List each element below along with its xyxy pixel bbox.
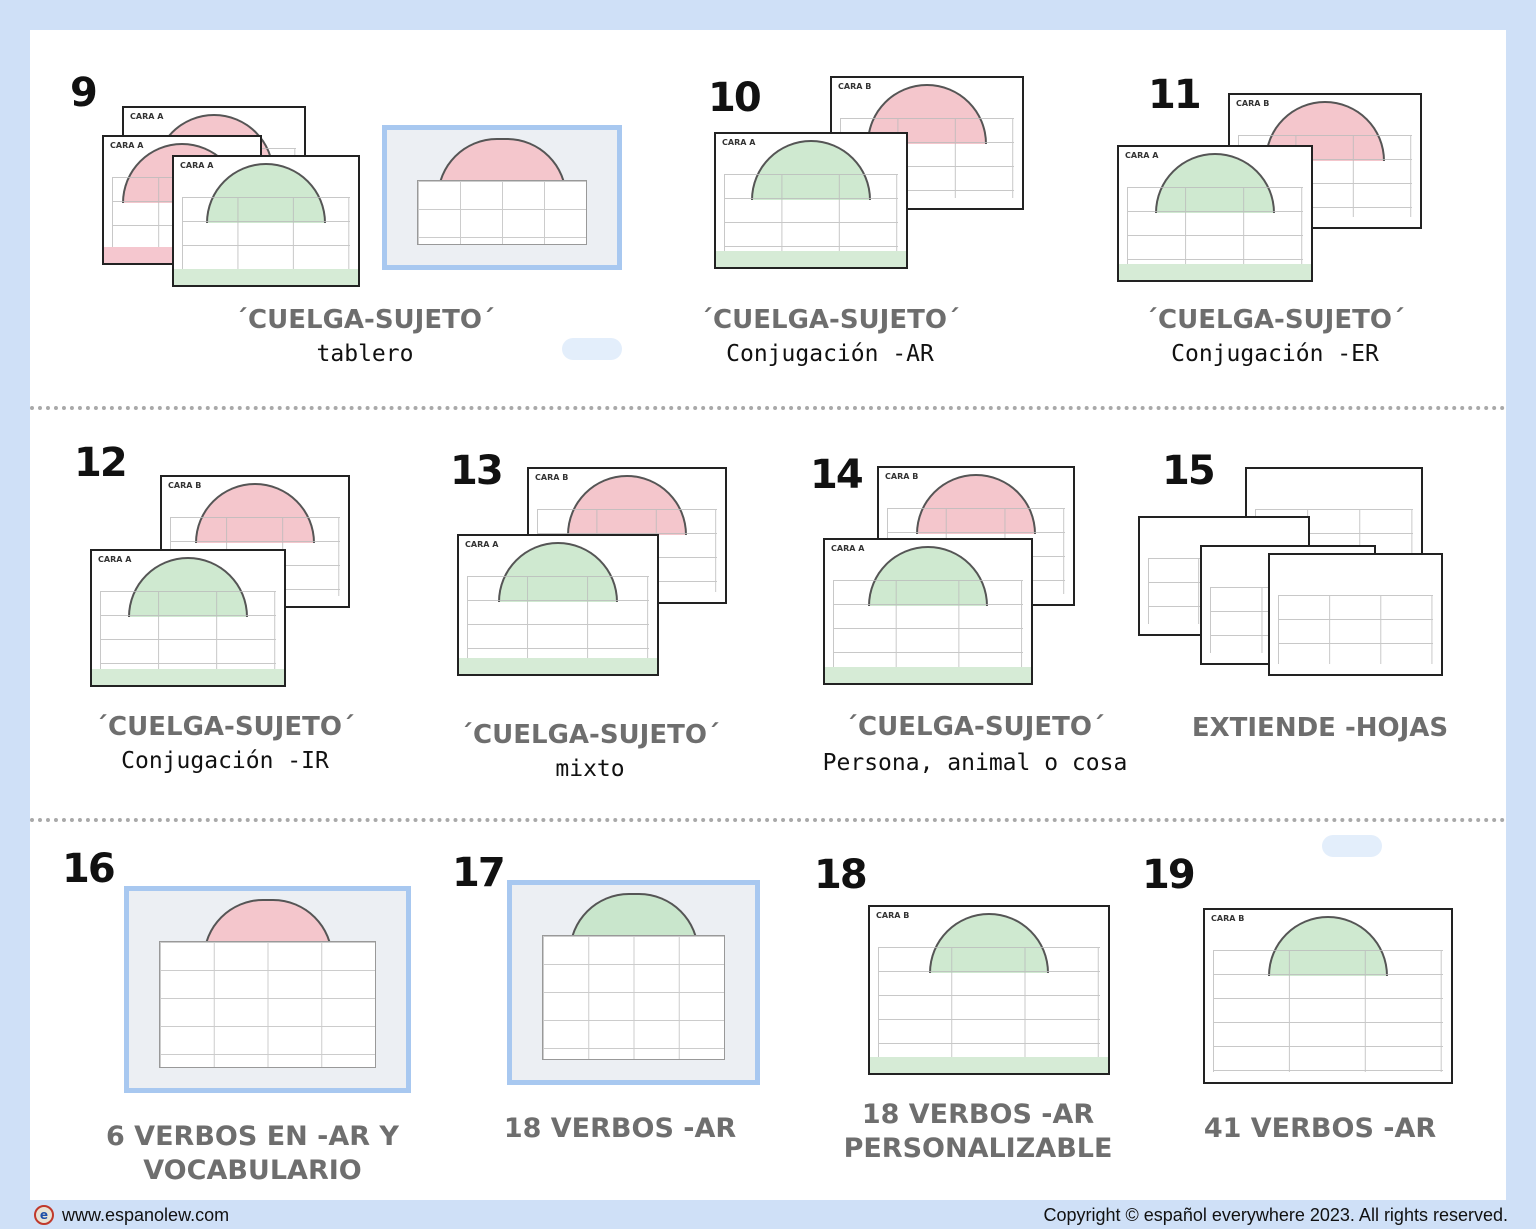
thumbnail-sheet: CARA B (868, 905, 1110, 1075)
footer-url[interactable]: www.espanolew.com (62, 1204, 230, 1225)
item-subtitle-9: tablero (316, 341, 414, 367)
thumbnail-photo (124, 886, 411, 1093)
item-title-15: EXTIENDE -HOJAS (1191, 713, 1449, 743)
row-divider (30, 406, 1506, 410)
item-title-18-line-1: 18 VERBOS -AR (861, 1099, 1095, 1130)
item-number-12: 12 (74, 440, 128, 486)
thumbnail-sheet: CARA B (1203, 908, 1453, 1084)
item-title-18-line-2: PERSONALIZABLE (843, 1133, 1113, 1164)
footer-website[interactable]: e www.espanolew.com (34, 1203, 229, 1227)
item-subtitle-10: Conjugación -AR (726, 341, 934, 367)
thumbnail-photo (382, 125, 622, 270)
item-number-10: 10 (708, 75, 762, 121)
item-title-16-line-2: VOCABULARIO (143, 1155, 362, 1186)
item-title-17: 18 VERBOS -AR (503, 1113, 737, 1144)
item-number-13: 13 (450, 448, 504, 494)
item-title-10: ´CUELGA-SUJETO´ (700, 305, 960, 335)
row-divider (30, 818, 1506, 822)
item-title-11: ´CUELGA-SUJETO´ (1145, 305, 1405, 335)
cloud-decoration (1322, 835, 1382, 857)
thumbnail-sheet: CARA A (90, 549, 286, 687)
item-subtitle-12: Conjugación -IR (121, 748, 329, 774)
thumbnail-sheet: CARA A (1117, 145, 1313, 282)
thumbnail-sheet: CARA A (714, 132, 908, 269)
item-title-12: ´CUELGA-SUJETO´ (95, 712, 355, 742)
thumbnail-sheet: CARA A (457, 534, 659, 676)
item-title-14: ´CUELGA-SUJETO´ (845, 712, 1105, 742)
espanol-everywhere-logo-icon: e (34, 1205, 54, 1225)
thumbnail-sheet (1268, 553, 1443, 676)
item-subtitle-14: Persona, animal o cosa (822, 750, 1128, 776)
cloud-decoration (562, 338, 622, 360)
item-title-19: 41 VERBOS -AR (1203, 1113, 1437, 1144)
item-number-15: 15 (1162, 448, 1216, 494)
item-number-9: 9 (70, 70, 98, 116)
item-title-18: 18 VERBOS -AR PERSONALIZABLE (828, 1098, 1128, 1166)
item-title-16-line-1: 6 VERBOS EN -AR Y (106, 1121, 399, 1152)
item-subtitle-11: Conjugación -ER (1171, 341, 1379, 367)
item-number-14: 14 (810, 452, 864, 498)
footer-copyright: Copyright © español everywhere 2023. All… (1043, 1205, 1508, 1225)
item-number-18: 18 (814, 852, 868, 898)
item-number-17: 17 (452, 850, 506, 896)
thumbnail-sheet: CARA A (172, 155, 360, 287)
thumbnail-sheet: CARA A (823, 538, 1033, 685)
item-title-16: 6 VERBOS EN -AR Y VOCABULARIO (100, 1120, 405, 1188)
item-number-16: 16 (62, 846, 116, 892)
thumbnail-photo (507, 880, 760, 1085)
item-number-19: 19 (1142, 852, 1196, 898)
item-title-13: ´CUELGA-SUJETO´ (460, 720, 720, 750)
item-number-11: 11 (1148, 72, 1202, 118)
item-subtitle-13: mixto (555, 756, 625, 782)
item-title-9: ´CUELGA-SUJETO´ (235, 305, 495, 335)
